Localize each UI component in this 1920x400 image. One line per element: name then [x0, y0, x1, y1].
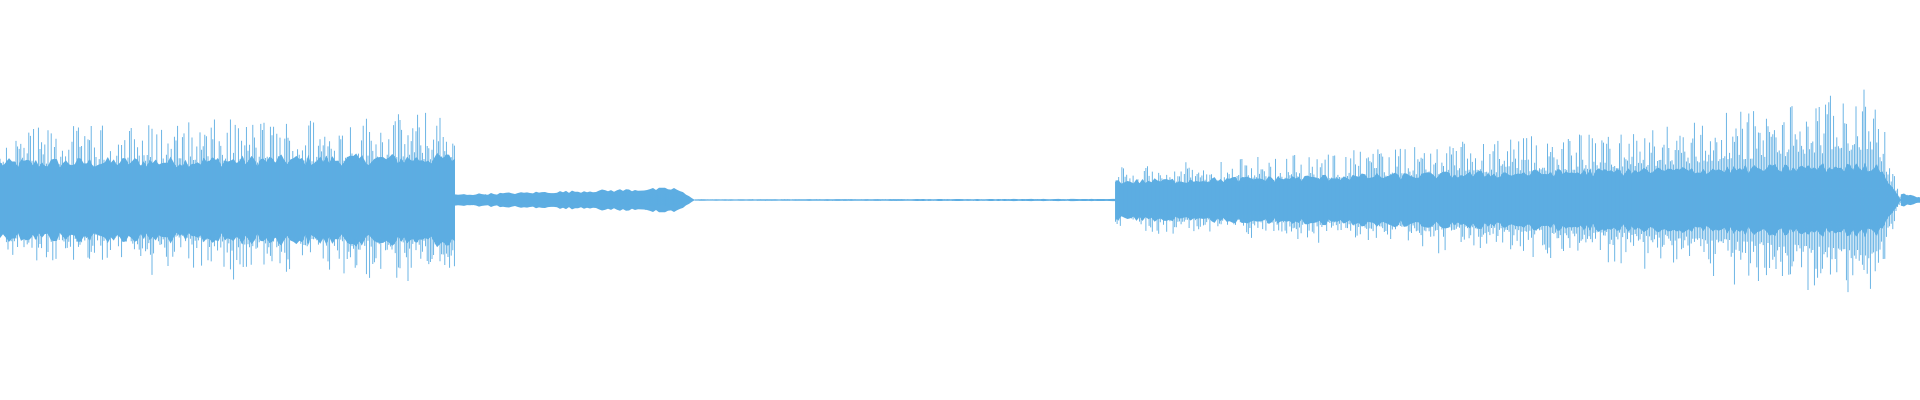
waveform-peaks	[0, 112, 455, 281]
segment-6-decay	[1900, 193, 1920, 207]
segment-1-loud	[0, 112, 455, 281]
segment-5-climax	[1631, 89, 1901, 293]
waveform-peaks	[1631, 89, 1900, 293]
waveform-peaks	[454, 190, 694, 210]
segment-3-silence	[694, 198, 1116, 202]
waveform-body	[695, 198, 1116, 202]
waveform-body	[1115, 167, 1632, 233]
waveform-peaks	[694, 199, 1115, 201]
waveform-peaks	[1115, 134, 1632, 264]
segment-4-building	[1115, 134, 1632, 264]
waveform-peaks	[1900, 194, 1920, 205]
segment-2-quiet-swell	[454, 187, 695, 213]
